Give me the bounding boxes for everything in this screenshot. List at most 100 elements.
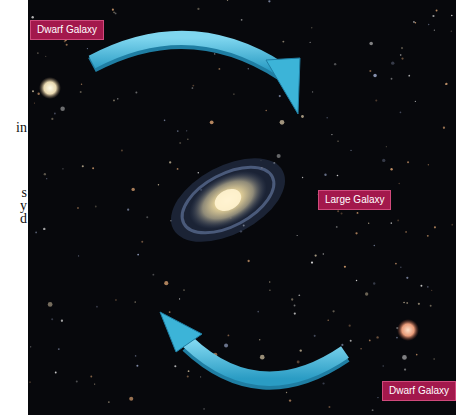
star [372, 409, 374, 411]
star [169, 161, 171, 163]
star [416, 354, 418, 356]
star [129, 397, 133, 401]
star [374, 245, 375, 246]
star [112, 9, 114, 11]
star [400, 266, 402, 268]
star [431, 290, 432, 291]
star [432, 15, 434, 17]
star [341, 344, 343, 346]
star [35, 231, 37, 233]
star [397, 219, 399, 221]
orbit-arrow [160, 312, 345, 382]
star [80, 91, 82, 93]
star [31, 16, 33, 18]
star [136, 365, 138, 367]
star [386, 146, 387, 147]
star [269, 281, 270, 282]
star [356, 280, 357, 281]
star [404, 368, 406, 370]
star [406, 277, 408, 279]
star [179, 142, 181, 144]
star [228, 334, 230, 336]
sky-background [28, 0, 456, 415]
star [334, 63, 336, 65]
star [298, 294, 300, 296]
star [192, 87, 194, 89]
star [152, 274, 154, 276]
star [192, 85, 194, 87]
label-text: Dwarf Galaxy [37, 24, 97, 36]
star [427, 235, 429, 237]
star [430, 305, 432, 307]
star [286, 392, 287, 393]
star [257, 311, 259, 313]
star [291, 298, 293, 300]
orbit-arrow [92, 38, 300, 114]
star [187, 375, 189, 377]
star [323, 253, 325, 255]
star [108, 401, 110, 403]
star [315, 254, 317, 256]
star [45, 56, 46, 57]
star [227, 0, 228, 1]
star [434, 30, 435, 31]
star [373, 282, 375, 284]
star [210, 121, 214, 125]
star [44, 173, 46, 175]
star [365, 292, 368, 295]
star [350, 340, 352, 342]
star [355, 232, 357, 234]
star [51, 118, 53, 120]
star [58, 348, 60, 350]
star [400, 54, 402, 56]
star [331, 134, 332, 135]
star [134, 301, 136, 303]
star [82, 165, 84, 167]
margin-text: y [20, 199, 27, 213]
star [37, 93, 39, 95]
star [164, 281, 168, 285]
star [95, 206, 97, 208]
star [294, 305, 296, 307]
star [406, 302, 408, 304]
star [188, 370, 190, 372]
star [96, 306, 98, 308]
star [135, 355, 137, 357]
star [34, 102, 35, 103]
star [54, 113, 56, 115]
star [312, 91, 313, 92]
star [197, 8, 199, 10]
star [61, 320, 63, 322]
star [233, 93, 234, 94]
star [268, 0, 270, 2]
star [51, 318, 53, 320]
star [43, 228, 45, 230]
star [337, 141, 338, 142]
star [218, 68, 220, 70]
star [30, 346, 31, 347]
dwarf-galaxy [39, 77, 61, 99]
star [341, 213, 343, 215]
star [451, 30, 453, 32]
margin-text: d [20, 212, 27, 226]
star [115, 13, 117, 15]
star [183, 289, 185, 291]
star [277, 154, 281, 158]
star [297, 361, 300, 364]
label-box: Dwarf Galaxy [30, 20, 104, 40]
star [427, 286, 429, 288]
star [349, 325, 351, 327]
star [158, 184, 159, 185]
label-text: Large Galaxy [325, 194, 384, 206]
star [368, 223, 369, 224]
star [280, 120, 285, 125]
star [29, 381, 30, 382]
star [131, 188, 134, 191]
star [164, 120, 166, 122]
star [224, 343, 228, 347]
star [200, 376, 201, 377]
star [373, 74, 376, 77]
star [37, 52, 39, 54]
star [401, 47, 403, 49]
star [259, 339, 260, 340]
